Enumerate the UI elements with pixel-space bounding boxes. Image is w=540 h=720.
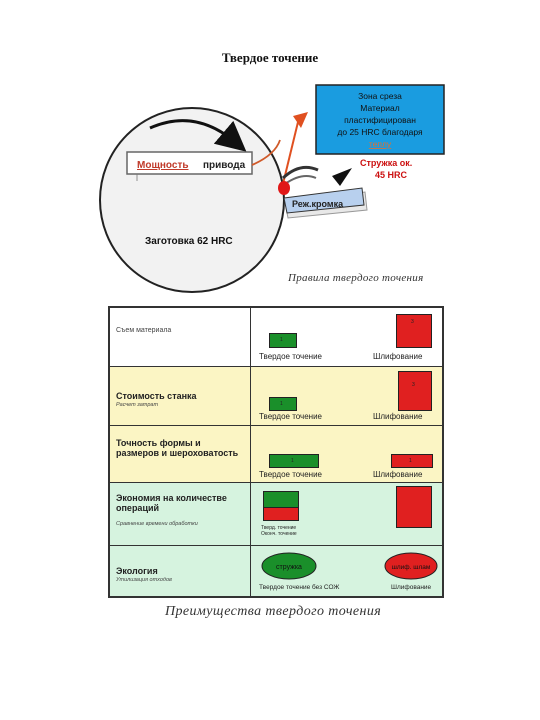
figure2-caption: Преимущества твердого точения	[165, 604, 382, 619]
table-row: Съем материала 1 3 Твердое точение Шлифо…	[110, 308, 442, 367]
workpiece-label: Заготовка 62 HRC	[145, 236, 233, 247]
workpiece-circle	[99, 107, 285, 293]
row-bars: стружка шлиф. шлам Твердое точение без С…	[251, 546, 442, 596]
row-header: Съем материала	[110, 308, 251, 366]
bar-label-right: Шлифование	[373, 412, 423, 421]
drive-label-rest: привода	[203, 160, 246, 171]
green-oval	[261, 552, 317, 580]
red-bar	[263, 507, 299, 521]
row-subtitle: Расчет затрат	[116, 402, 159, 408]
chip-label-1: Стружка ок.	[360, 158, 412, 168]
green-bar: 1	[269, 333, 297, 348]
info-line-2: Материал	[360, 103, 399, 113]
bar-label-left: Твердое точение	[259, 352, 322, 361]
row-header: Стоимость станка Расчет затрат	[110, 367, 251, 425]
table-row: Стоимость станка Расчет затрат 1 3 Тверд…	[110, 367, 442, 426]
info-line-3: пластифицирован	[344, 115, 416, 125]
chip-curl	[281, 165, 319, 180]
red-bar	[396, 486, 432, 528]
row-title: Стоимость станка	[116, 391, 197, 401]
row-bars: Тверд. точение Оконч. точение	[251, 483, 442, 545]
green-bar: 1	[269, 454, 319, 468]
ecology-ovals: стружка шлиф. шлам	[261, 552, 438, 580]
row-title: Точность формы и размеров и шероховатост…	[116, 438, 239, 458]
red-bar: 3	[396, 314, 432, 348]
row-bars: 1 3 Твердое точение Шлифование	[251, 367, 442, 425]
drive-label-box	[126, 151, 253, 175]
page-title: Твердое точение	[221, 50, 319, 65]
red-bar: 3	[398, 371, 432, 411]
table-row: Экономия на количестве операций Сравнени…	[110, 483, 442, 546]
red-bar: 1	[391, 454, 433, 468]
bar-label-left: Твердое точение	[259, 470, 322, 479]
info-line-5: теплу	[369, 139, 392, 149]
table-row: Экология Утилизация отходов стружка шлиф…	[110, 546, 442, 596]
info-box	[315, 84, 445, 155]
figure1-caption: Правила твердого точения	[288, 272, 424, 284]
row-bars: 1 1 Твердое точение Шлифование	[251, 426, 442, 482]
row-header: Точность формы и размеров и шероховатост…	[110, 426, 251, 482]
red-oval	[384, 552, 438, 580]
row-bars: 1 3 Твердое точение Шлифование	[251, 308, 442, 366]
bar-label-right: Шлифование	[373, 352, 423, 361]
row-header: Экология Утилизация отходов	[110, 546, 251, 596]
heat-arrow-head	[293, 112, 308, 128]
bar-label-left-1: Тверд. точение	[261, 525, 297, 531]
cutting-point	[278, 181, 290, 195]
rotation-arrow	[149, 119, 247, 152]
hard-turning-diagram: Мощность привода Реж.кромка Зона среза М…	[99, 84, 445, 293]
bar-label-right: Шлифование	[391, 584, 432, 591]
bar-label-right: Шлифование	[373, 470, 423, 479]
chip-flow-arrow	[332, 168, 352, 186]
row-title: Экономия на количестве операций	[116, 493, 227, 513]
bar-label-left: Твердое точение без СОЖ	[259, 584, 340, 591]
tool-insert	[283, 187, 368, 219]
bar-label-left-2: Оконч. точение	[261, 531, 297, 537]
green-oval-label: стружка	[276, 564, 302, 571]
tool-label: Реж.кромка	[292, 199, 344, 209]
bar-label-left: Твердое точение	[259, 412, 322, 421]
row-title: Экология	[116, 566, 158, 576]
drive-label-underlined: Мощность	[137, 160, 189, 171]
red-oval-label: шлиф. шлам	[392, 564, 431, 571]
advantages-table: Съем материала 1 3 Твердое точение Шлифо…	[108, 306, 444, 598]
row-title: Съем материала	[116, 327, 172, 334]
row-subtitle: Сравнение времени обработки	[116, 521, 198, 527]
green-bar: 1	[269, 397, 297, 411]
info-line-4: до 25 HRC благодаря	[337, 127, 423, 137]
info-line-1: Зона среза	[358, 91, 402, 101]
row-header: Экономия на количестве операций Сравнени…	[110, 483, 251, 545]
chip-label-2: 45 HRC	[375, 170, 408, 180]
table-row: Точность формы и размеров и шероховатост…	[110, 426, 442, 483]
row-subtitle: Утилизация отходов	[116, 577, 172, 583]
